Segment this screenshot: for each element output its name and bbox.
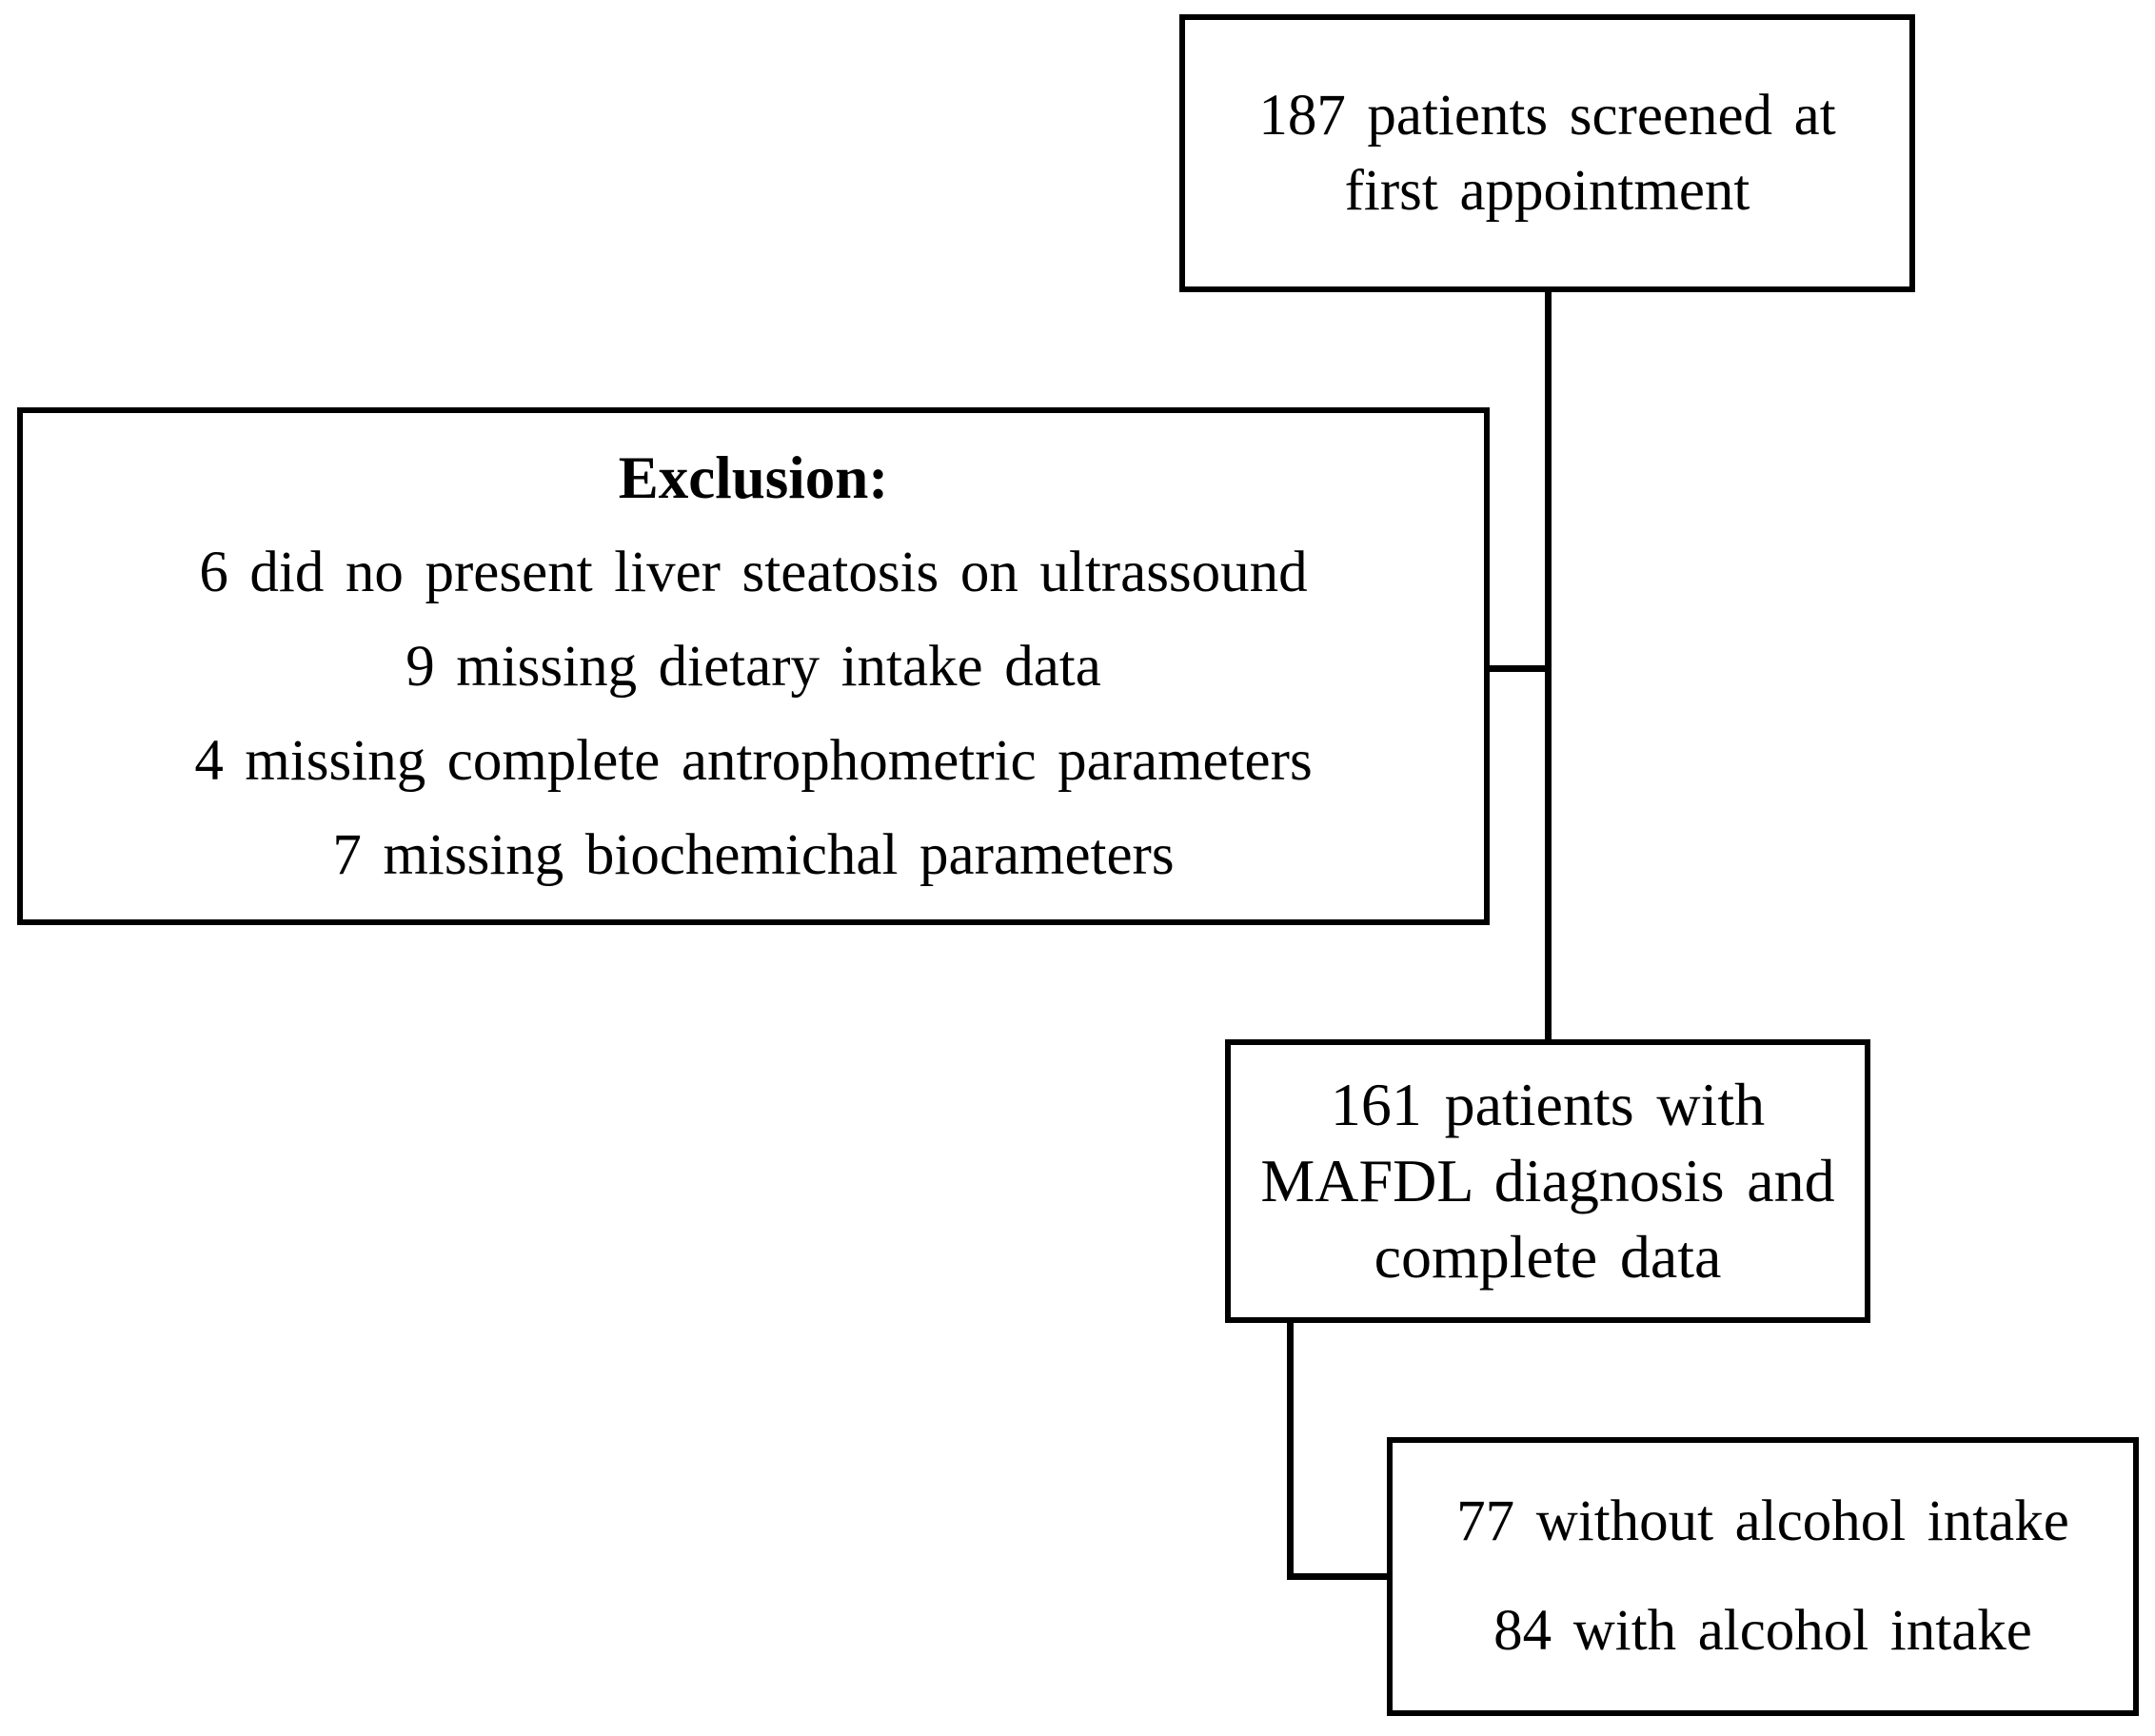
- alcohol-text-line: 77 without alcohol intake: [1456, 1489, 2069, 1553]
- exclusion-item: 6 did no present liver steatosis on ultr…: [199, 541, 1308, 605]
- alcohol-text-line: 84 with alcohol intake: [1493, 1598, 2032, 1663]
- alcohol-intake-box: 77 without alcohol intake 84 with alcoho…: [1387, 1437, 2139, 1716]
- diagnosis-text-line: 161 patients with: [1330, 1071, 1766, 1138]
- diagnosis-text-line: complete data: [1374, 1223, 1722, 1291]
- screened-text-line: 187 patients screened at: [1258, 83, 1836, 148]
- exclusion-item: 4 missing complete antrophometric parame…: [194, 728, 1313, 793]
- exclusion-item: 9 missing dietary intake data: [405, 635, 1101, 699]
- connector-exclusion-branch: [1486, 665, 1549, 672]
- mafdl-diagnosis-box: 161 patients with MAFDL diagnosis and co…: [1225, 1039, 1870, 1323]
- screened-patients-box: 187 patients screened at first appointme…: [1179, 14, 1915, 292]
- connector-to-alcohol-box: [1287, 1573, 1392, 1580]
- exclusion-title: Exclusion:: [618, 444, 889, 511]
- exclusion-box: Exclusion: 6 did no present liver steato…: [17, 407, 1490, 925]
- diagnosis-text-line: MAFDL diagnosis and: [1260, 1147, 1835, 1214]
- exclusion-item: 7 missing biochemichal parameters: [332, 822, 1175, 887]
- screened-text-line: first appointment: [1344, 159, 1750, 223]
- connector-diagnosis-down: [1287, 1321, 1294, 1580]
